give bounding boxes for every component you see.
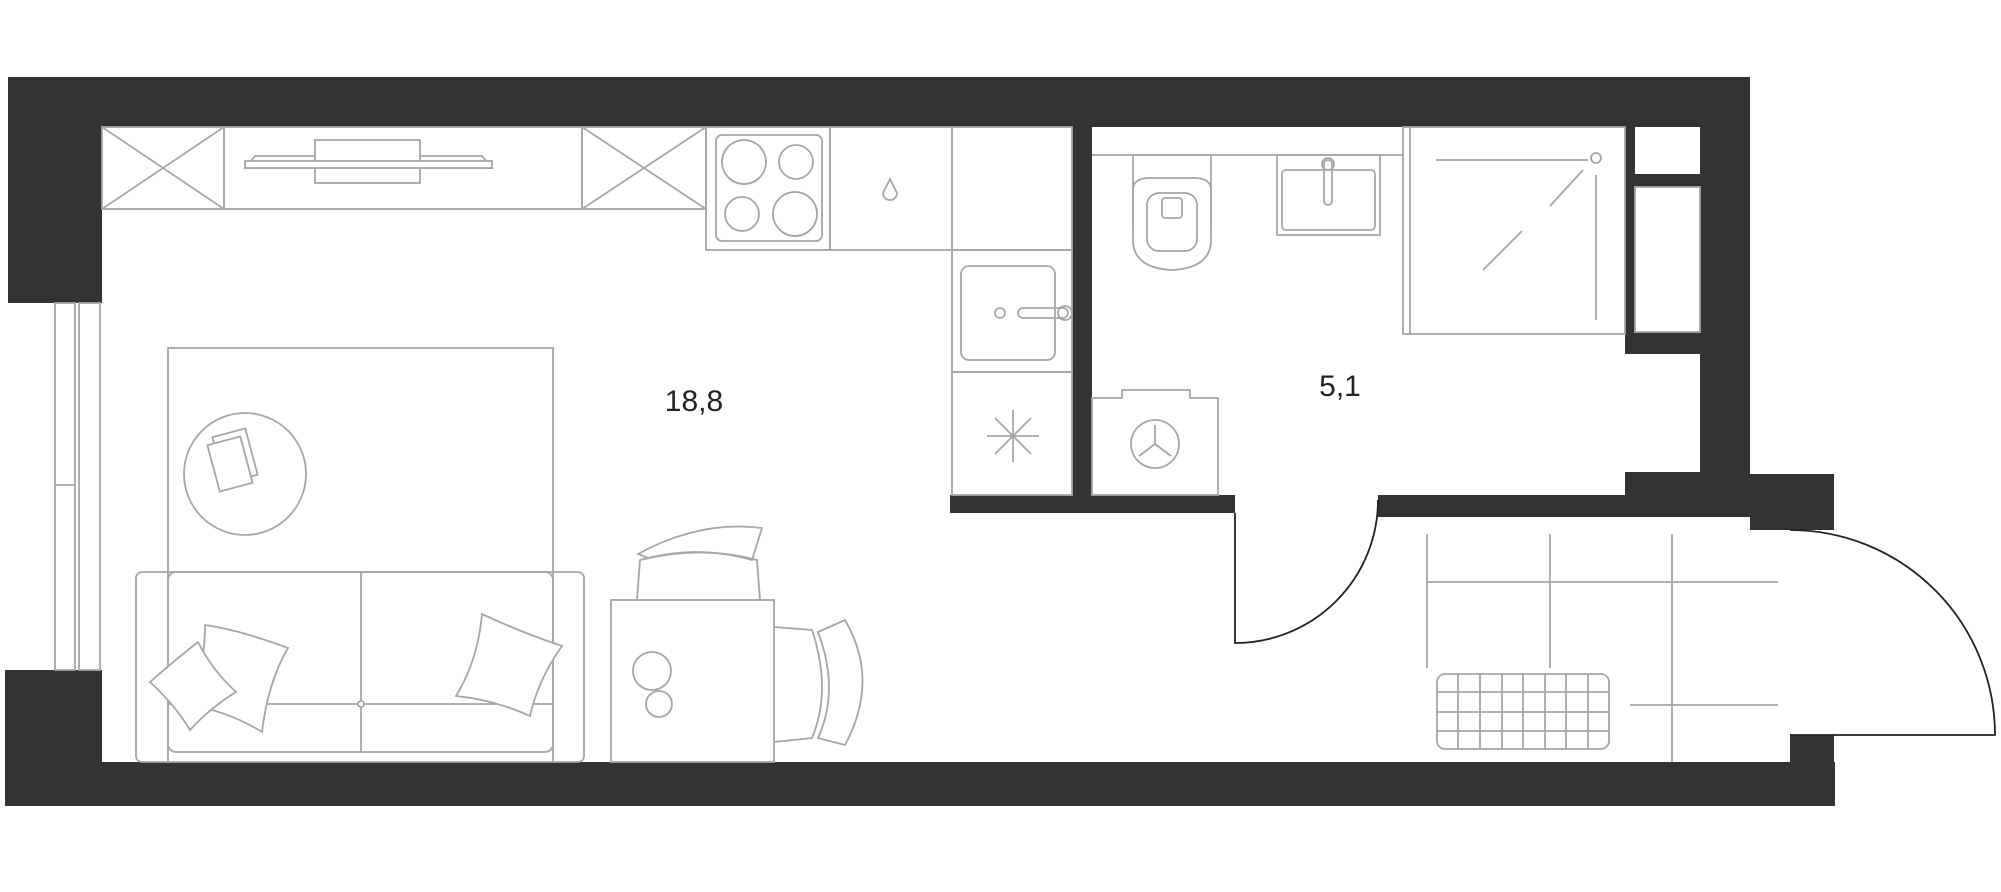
bath-sink-icon [1281, 169, 1376, 231]
kitchen-counter [101, 126, 1073, 496]
sink-faucet [1017, 307, 1069, 319]
fridge-unit [951, 371, 1073, 496]
window-frame-outer [54, 302, 76, 671]
chair-top [636, 551, 761, 601]
wall-left-upper [8, 77, 102, 303]
snowflake-icon [987, 410, 1039, 462]
dishwasher-unit [829, 126, 953, 251]
wall-shaft-bottom [1625, 332, 1700, 354]
sofa-seat [167, 571, 554, 753]
wall-bath-bottom-left [950, 495, 1235, 513]
wall-bottom [5, 762, 1835, 806]
washing-machine [1091, 389, 1219, 496]
burner-3 [724, 196, 760, 232]
wall-bath-notch [1625, 472, 1705, 502]
entrance-door [1789, 529, 1996, 736]
shoe-rack-grid [1437, 674, 1609, 749]
wall-top [8, 77, 1750, 127]
shower-drain-a [1482, 230, 1523, 271]
wall-right-entry-lower [1790, 735, 1834, 806]
sink-icon [960, 265, 1056, 361]
cushion-icon-3 [454, 612, 564, 718]
dining-table [610, 599, 775, 763]
cooktop-icon [715, 134, 823, 242]
toilet-icon [1132, 177, 1212, 271]
book-icon-2 [206, 435, 254, 493]
doors [1234, 499, 1996, 736]
shaft-box [1634, 186, 1701, 333]
wall-right-entry-upper [1750, 474, 1834, 530]
bath-faucet [1323, 159, 1333, 206]
cabinet-cross-d [581, 126, 707, 210]
window [54, 302, 101, 671]
walls [5, 77, 1835, 806]
chair-top-back [635, 525, 764, 562]
chair-right-back [816, 618, 864, 747]
water-drop-icon [882, 176, 898, 201]
wall-shaft-top [1625, 127, 1635, 352]
counter-corner [951, 126, 1073, 251]
entry-hall [1426, 534, 1778, 762]
cooktop-unit [705, 126, 831, 251]
bath-faucet-knob [1321, 157, 1335, 171]
window-frame-inner [78, 302, 101, 671]
faucet-knob [1057, 305, 1073, 321]
shower-tray [1402, 126, 1626, 335]
bathroom-area-label: 5,1 [1319, 370, 1361, 403]
wall-bath-left [1072, 127, 1092, 495]
burner-4 [772, 191, 818, 237]
cabinet-cross-b [101, 126, 225, 210]
cushion-icon-2 [148, 640, 238, 732]
bathroom-door [1234, 499, 1379, 644]
wall-shaft-mid [1635, 174, 1700, 187]
shower-drain-b [1549, 169, 1584, 207]
sofa-button [357, 700, 365, 708]
shower-head-icon [1590, 152, 1602, 164]
studio-area-label: 18,8 [665, 385, 723, 418]
bath-sink-cabinet [1276, 154, 1381, 236]
washing-machine-icon [1130, 419, 1180, 469]
tv-panel [244, 160, 493, 169]
cup-icon [645, 690, 673, 718]
sink-drain [994, 307, 1006, 319]
chair-right [773, 626, 823, 743]
wm-spoke-2 [1154, 443, 1172, 457]
burner-2 [778, 144, 814, 180]
wall-right-bath [1700, 77, 1750, 502]
wm-spoke-3 [1138, 443, 1156, 457]
bathroom-fixtures [1091, 126, 1701, 496]
plate-icon [632, 651, 672, 691]
toilet-button [1161, 197, 1183, 219]
burner-1 [721, 139, 767, 185]
living-furniture [135, 347, 864, 763]
toilet-seat [1146, 192, 1198, 252]
